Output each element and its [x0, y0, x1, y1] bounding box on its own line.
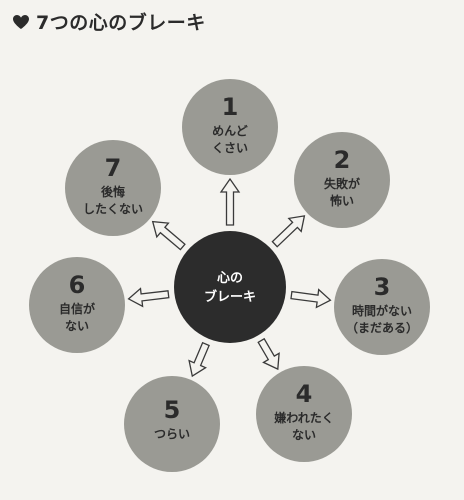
node-number: 6: [69, 271, 86, 299]
arrow-to-node-4: [257, 337, 280, 371]
node-number: 7: [105, 154, 122, 182]
node-number: 2: [334, 146, 351, 174]
node-label-line-1: 自信が: [59, 301, 95, 316]
node-label-line-1: 時間がない: [352, 303, 412, 318]
node-label-line-1: 後悔: [101, 184, 125, 199]
node-label-line-2: したくない: [83, 202, 143, 216]
heart-icon: [12, 14, 30, 30]
center-circle: [174, 231, 286, 343]
node-number: 5: [164, 396, 181, 424]
node-number: 1: [222, 93, 239, 121]
arrow-to-node-3: [290, 288, 332, 309]
node-number: 3: [374, 273, 391, 301]
brake-node-5: 5 つらい: [124, 376, 220, 472]
center-label-line-2: ブレーキ: [204, 289, 256, 305]
node-circle: [294, 132, 390, 228]
node-label-line-2: ない: [65, 319, 89, 333]
arrow-to-node-5: [188, 341, 210, 378]
node-label-line-1: めんど: [212, 124, 248, 138]
node-circle: [256, 366, 352, 462]
diagram-title: 7つの心のブレーキ: [12, 8, 206, 35]
node-label-line-2: くさい: [212, 141, 248, 155]
node-label-line-1: つらい: [154, 427, 190, 441]
node-label-line-2: （まだある）: [346, 320, 418, 335]
node-label-line-2: 怖い: [330, 193, 354, 208]
node-circle: [29, 257, 125, 353]
node-circle: [124, 376, 220, 472]
arrow-to-node-1: [219, 177, 241, 226]
node-circle: [65, 140, 161, 236]
arrow-to-node-7: [151, 220, 186, 251]
arrow-to-node-2: [271, 215, 306, 248]
node-label-line-2: ない: [292, 428, 316, 442]
arrow-to-node-6: [127, 287, 170, 308]
title-text: 7つの心のブレーキ: [36, 12, 206, 34]
node-circle: [182, 79, 278, 175]
node-circle: [334, 259, 430, 355]
brake-node-3: 3 時間がない （まだある）: [334, 259, 430, 355]
arrows: [127, 177, 332, 378]
center-label-line-1: 心の: [217, 271, 243, 286]
node-number: 4: [296, 380, 313, 408]
node-label-line-1: 嫌われたく: [273, 410, 333, 425]
center-node: 心のブレーキ: [174, 231, 286, 343]
node-label-line-1: 失敗が: [324, 176, 360, 191]
